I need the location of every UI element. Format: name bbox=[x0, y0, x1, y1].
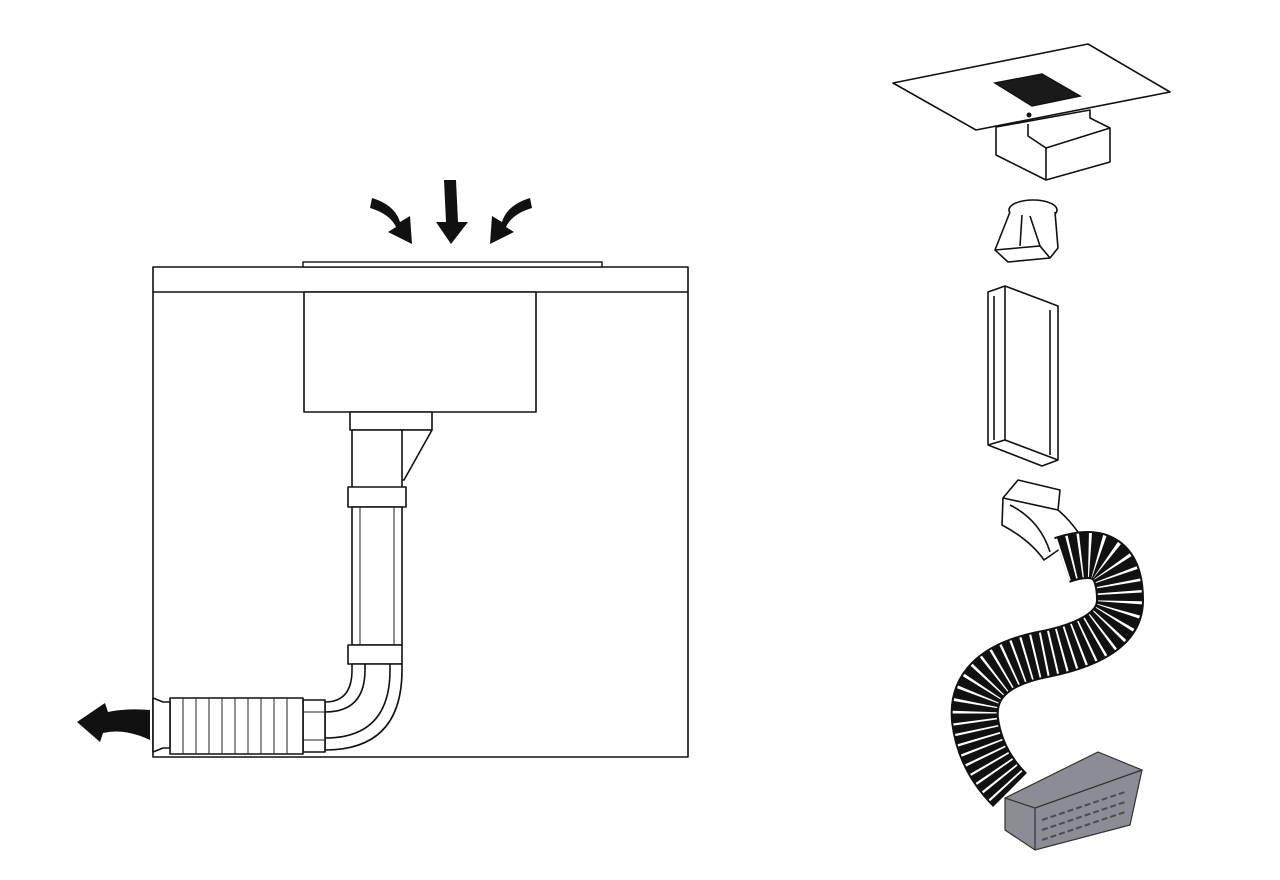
duct-bend bbox=[324, 663, 403, 751]
wall-outlet-flange bbox=[152, 697, 171, 753]
exploded-view bbox=[892, 43, 1171, 851]
plinth-outlet-box bbox=[1004, 751, 1143, 851]
hose-collar bbox=[302, 699, 326, 753]
rectangular-duct bbox=[987, 285, 1059, 467]
outlet-adapter bbox=[349, 411, 433, 431]
cross-section-view bbox=[77, 180, 689, 758]
airflow-in-arrow bbox=[370, 180, 532, 244]
vertical-duct-upper bbox=[351, 429, 403, 489]
flexible-hose bbox=[169, 697, 304, 755]
duct-collar-upper bbox=[347, 486, 407, 508]
extractor-grille bbox=[992, 73, 1083, 107]
airflow-out-arrow bbox=[77, 703, 150, 742]
hob-motor-box bbox=[303, 291, 537, 413]
hob-plate bbox=[302, 261, 603, 268]
hob-with-extractor bbox=[892, 43, 1171, 181]
duct-collar-lower bbox=[347, 644, 403, 665]
round-to-flat-adapter bbox=[994, 199, 1059, 263]
